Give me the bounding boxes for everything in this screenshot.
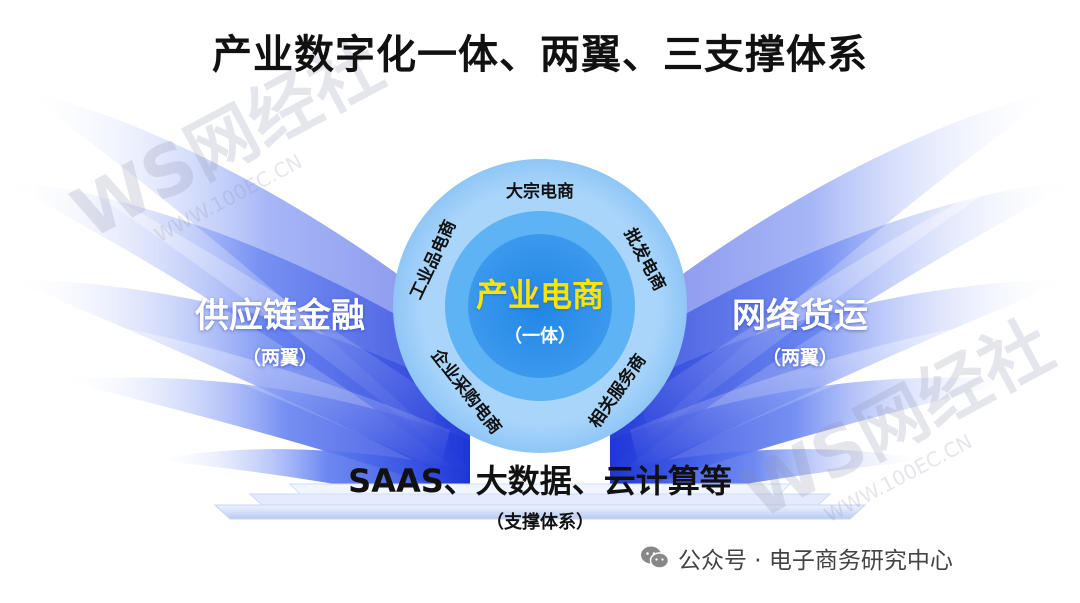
right-wing-label: 网络货运 （两翼） [700,288,900,370]
ring-item-bulk: 大宗电商 [506,181,574,202]
support-platform [213,483,867,520]
right-wing-graphic [610,90,1080,510]
left-wing-label: 供应链金融 （两翼） [170,288,390,370]
left-wing-subtitle: （两翼） [241,347,318,369]
core-subtitle: （一体） [504,326,576,347]
core-label: 产业电商 （一体） [400,270,680,348]
page-title: 产业数字化一体、两翼、三支撑体系 [212,32,868,78]
footer-text: 公众号 · 电子商务研究中心 [678,548,953,574]
right-wing-subtitle: （两翼） [761,347,838,369]
footer: 公众号 · 电子商务研究中心 [640,541,953,575]
left-wing-title: 供应链金融 [195,296,365,336]
core-title: 产业电商 [475,276,604,314]
core-circles [393,159,687,453]
left-wing-graphic [0,90,470,510]
support-label: SAAS、大数据、云计算等 （支撑体系） [0,456,1080,534]
right-wing-title: 网络货运 [732,296,868,336]
support-title: SAAS、大数据、云计算等 [348,462,732,500]
support-subtitle: （支撑体系） [486,512,594,533]
wechat-icon [640,545,670,571]
